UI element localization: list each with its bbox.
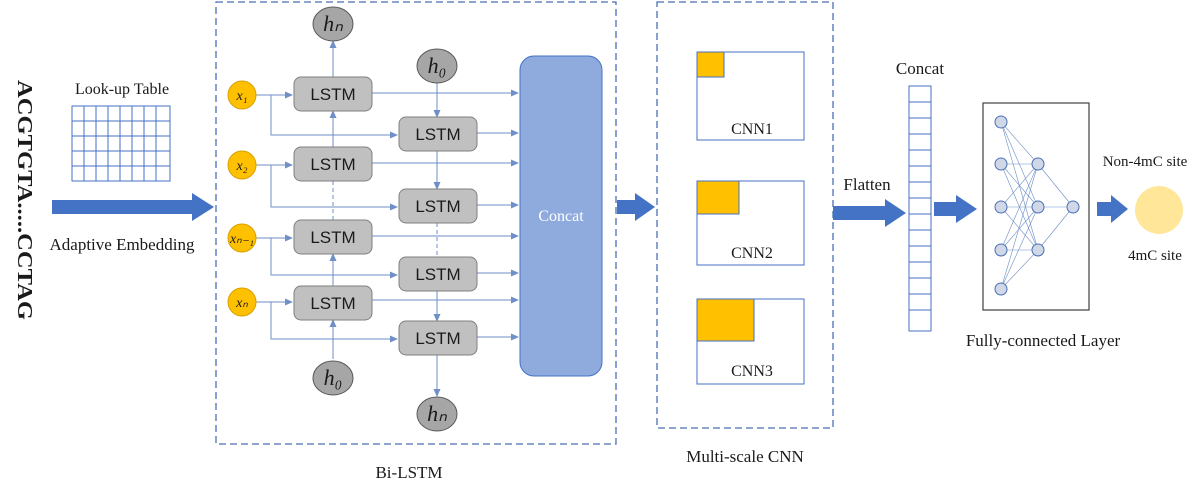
cnn-block-1: CNN1 — [696, 51, 805, 141]
svg-text:hₙ: hₙ — [427, 401, 447, 426]
bilstm-concat-box — [519, 55, 603, 377]
concat-to-fc-arrow — [934, 195, 977, 223]
flatten-arrow — [833, 199, 906, 227]
fc-to-output-arrow — [1097, 195, 1128, 223]
non-4mc-label: Non-4mC site — [1103, 154, 1188, 170]
4mc-site-label: 4mC site — [1128, 248, 1182, 264]
svg-text:h₀: h₀ — [324, 365, 343, 390]
forward-output-hn: hₙ — [312, 6, 354, 42]
fc-caption: Fully-connected Layer — [966, 331, 1121, 350]
forward-lstm-2: LSTM — [293, 146, 373, 182]
lstm-connections — [256, 40, 519, 397]
svg-text:hₙ: hₙ — [323, 11, 343, 36]
backward-output-hn: hₙ — [416, 396, 458, 432]
input-token-xn-1-label: xₙ₋₁ — [229, 232, 254, 247]
cnn-block-1-label: CNN1 — [731, 121, 773, 138]
flatten-label: Flatten — [843, 175, 891, 194]
svg-text:LSTM: LSTM — [415, 125, 460, 144]
lookup-table-grid — [71, 105, 171, 182]
cnn-block-3: CNN3 — [696, 298, 805, 385]
adaptive-embedding-label: Adaptive Embedding — [50, 235, 195, 254]
input-token-x2: x₂ — [227, 150, 257, 180]
concat-vector-label: Concat — [896, 59, 944, 78]
svg-text:LSTM: LSTM — [415, 329, 460, 348]
forward-lstm-3: LSTM — [293, 219, 373, 255]
output-node — [1135, 186, 1183, 234]
fc-neurons — [994, 115, 1080, 296]
svg-text:LSTM: LSTM — [310, 155, 355, 174]
backward-lstm-2: LSTM — [398, 188, 478, 224]
bilstm-frame — [215, 1, 617, 445]
input-token-xn-label: xₙ — [235, 296, 248, 311]
cnn-block-2-label: CNN2 — [731, 245, 773, 262]
backward-lstm-4: LSTM — [398, 320, 478, 356]
input-token-xn: xₙ — [227, 287, 257, 317]
input-token-xn-1: xₙ₋₁ — [227, 223, 257, 253]
bilstm-caption: Bi-LSTM — [375, 463, 442, 482]
svg-text:h₀: h₀ — [428, 53, 447, 78]
backward-lstm-3: LSTM — [398, 256, 478, 292]
embedding-arrow — [52, 193, 214, 221]
input-token-x2-label: x₂ — [235, 159, 247, 174]
forward-lstm-1: LSTM — [293, 76, 373, 112]
input-token-x1-label: x₁ — [235, 89, 247, 104]
input-token-x1: x₁ — [227, 80, 257, 110]
lookup-table-label: Look-up Table — [75, 81, 169, 98]
svg-text:LSTM: LSTM — [310, 294, 355, 313]
svg-text:LSTM: LSTM — [415, 265, 460, 284]
backward-init-h0: h₀ — [416, 48, 458, 84]
bilstm-concat-label: Concat — [538, 208, 584, 225]
cnn-block-3-label: CNN3 — [731, 363, 773, 380]
forward-lstm-4: LSTM — [293, 285, 373, 321]
fc-connections — [1000, 121, 1074, 290]
cnn-block-2: CNN2 — [696, 180, 805, 266]
cnn-caption: Multi-scale CNN — [686, 447, 804, 466]
svg-text:LSTM: LSTM — [310, 228, 355, 247]
svg-text:LSTM: LSTM — [310, 85, 355, 104]
forward-init-h0: h₀ — [312, 360, 354, 396]
bilstm-to-cnn-arrow — [617, 193, 655, 221]
backward-lstm-1: LSTM — [398, 116, 478, 152]
concat-vector — [908, 85, 932, 332]
svg-text:LSTM: LSTM — [415, 197, 460, 216]
dna-sequence: ACGTGTA.....CCTAG — [13, 80, 37, 320]
